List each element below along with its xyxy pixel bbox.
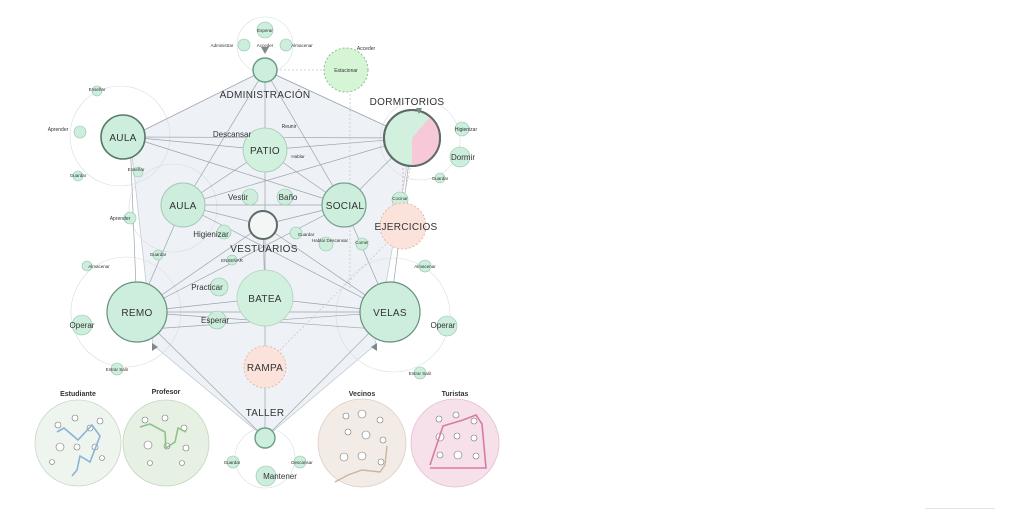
sub-bano: Baño [279,193,298,202]
sub-aula2-aprender: Aprender [110,216,131,222]
node-remo [106,281,168,343]
node-administracion [252,57,278,83]
sub-batea-practicar: Practicar [191,283,223,292]
sub-rings [69,16,461,489]
node-batea [236,269,294,327]
footer-divider [925,508,995,509]
sub-remo-operar: Operar [70,321,95,330]
sub-acceder: Acceder [257,43,274,48]
sub-aula2-ensenar: Enseñar [128,167,145,172]
node-social [321,182,367,228]
sub-patio-reunir: Reunir [282,124,297,130]
user-circles [34,398,500,488]
sub-almacenar: Almacenar [291,43,313,48]
user-estudiante [34,399,122,487]
sub-taller-descansar: Descansar [291,460,313,465]
sub-social-comer: Comer [355,240,369,245]
label-dormitorios: DORMITORIOS [370,97,445,108]
label-rampa: RAMPA [247,363,283,374]
sub-administrar: Administrar [211,43,234,48]
sub-taller-guardar: Guardar [224,460,241,465]
sub-aula2-guardar: Guardar [150,252,167,257]
node-velas [359,281,421,343]
sub-aula1-guardar: Guardar [70,173,87,178]
sub-dorm-guardar: Guardar [432,176,449,181]
sub-vestir: Vestir [228,193,248,202]
sub-dorm-dormir: Dormir [451,153,475,162]
user-title-turistas: Turistas [442,391,469,398]
user-title-estudiante: Estudiante [60,391,96,398]
node-aula1 [100,114,146,160]
sub-vest-guardar: Guardar [298,232,315,237]
label-patio: PATIO [250,146,280,157]
label-velas: VELAS [373,308,407,319]
user-title-profesor: Profesor [152,389,181,396]
user-title-vecinos: Vecinos [349,391,376,398]
user-vecinos [317,398,407,488]
sub-patio-hablar: Hablar [291,154,305,159]
sub-taller-mantener: Mantener [263,472,297,481]
hub-nodes [100,47,441,449]
node-ejercicios [379,202,427,250]
node-aula2 [160,182,206,228]
sub-patio-descansar: Descansar [213,130,252,139]
node-estacionar [323,47,369,93]
sub-social-hablar-descansar: Hablar Descansar [312,238,349,243]
label-ejercicios: EJERCICIOS [374,222,437,233]
label-aula2: AULA [169,201,196,212]
arrow-markers [152,47,422,351]
node-vestuarios [248,210,278,240]
label-social: SOCIAL [326,201,365,212]
sub-batea-esperar: Esperar [201,316,229,325]
sub-aula1-aprender: Aprender [48,127,69,133]
sub-vest-higienizar: Higienizar [193,230,229,239]
sub-remo-entrar-salir: Entrar Salir [106,367,129,372]
sub-esperar: Esperar [257,28,273,33]
satellite-nodes [71,21,471,487]
label-administracion: ADMINISTRACIÓN [220,88,311,101]
sub-aula1-ensenar: Enseñar [89,87,106,92]
sub-remo-almacenar: Almacenar [88,264,110,269]
label-estacionar: Estacionar [334,68,358,74]
label-batea: BATEA [248,294,282,305]
label-remo: REMO [121,308,152,319]
label-vestuarios: VESTUARIOS [230,244,297,255]
label-aula1: AULA [109,133,136,144]
node-taller [254,427,276,449]
node-patio [242,127,288,173]
sub-velas-operar: Operar [431,321,456,330]
label-estacionar-acceder: Acceder [357,46,376,52]
sub-velas-almacenar: Almacenar [414,264,436,269]
sub-dorm-higienizar: Higienizar [455,127,478,133]
sub-velas-entrar-salir: Entrar Salir [409,371,432,376]
sub-vest-ensenar: ENSEÑAR [221,257,244,263]
sub-social-cocinar: Cocinar [392,196,408,201]
label-taller: TALLER [246,408,285,419]
node-rampa [243,345,287,389]
